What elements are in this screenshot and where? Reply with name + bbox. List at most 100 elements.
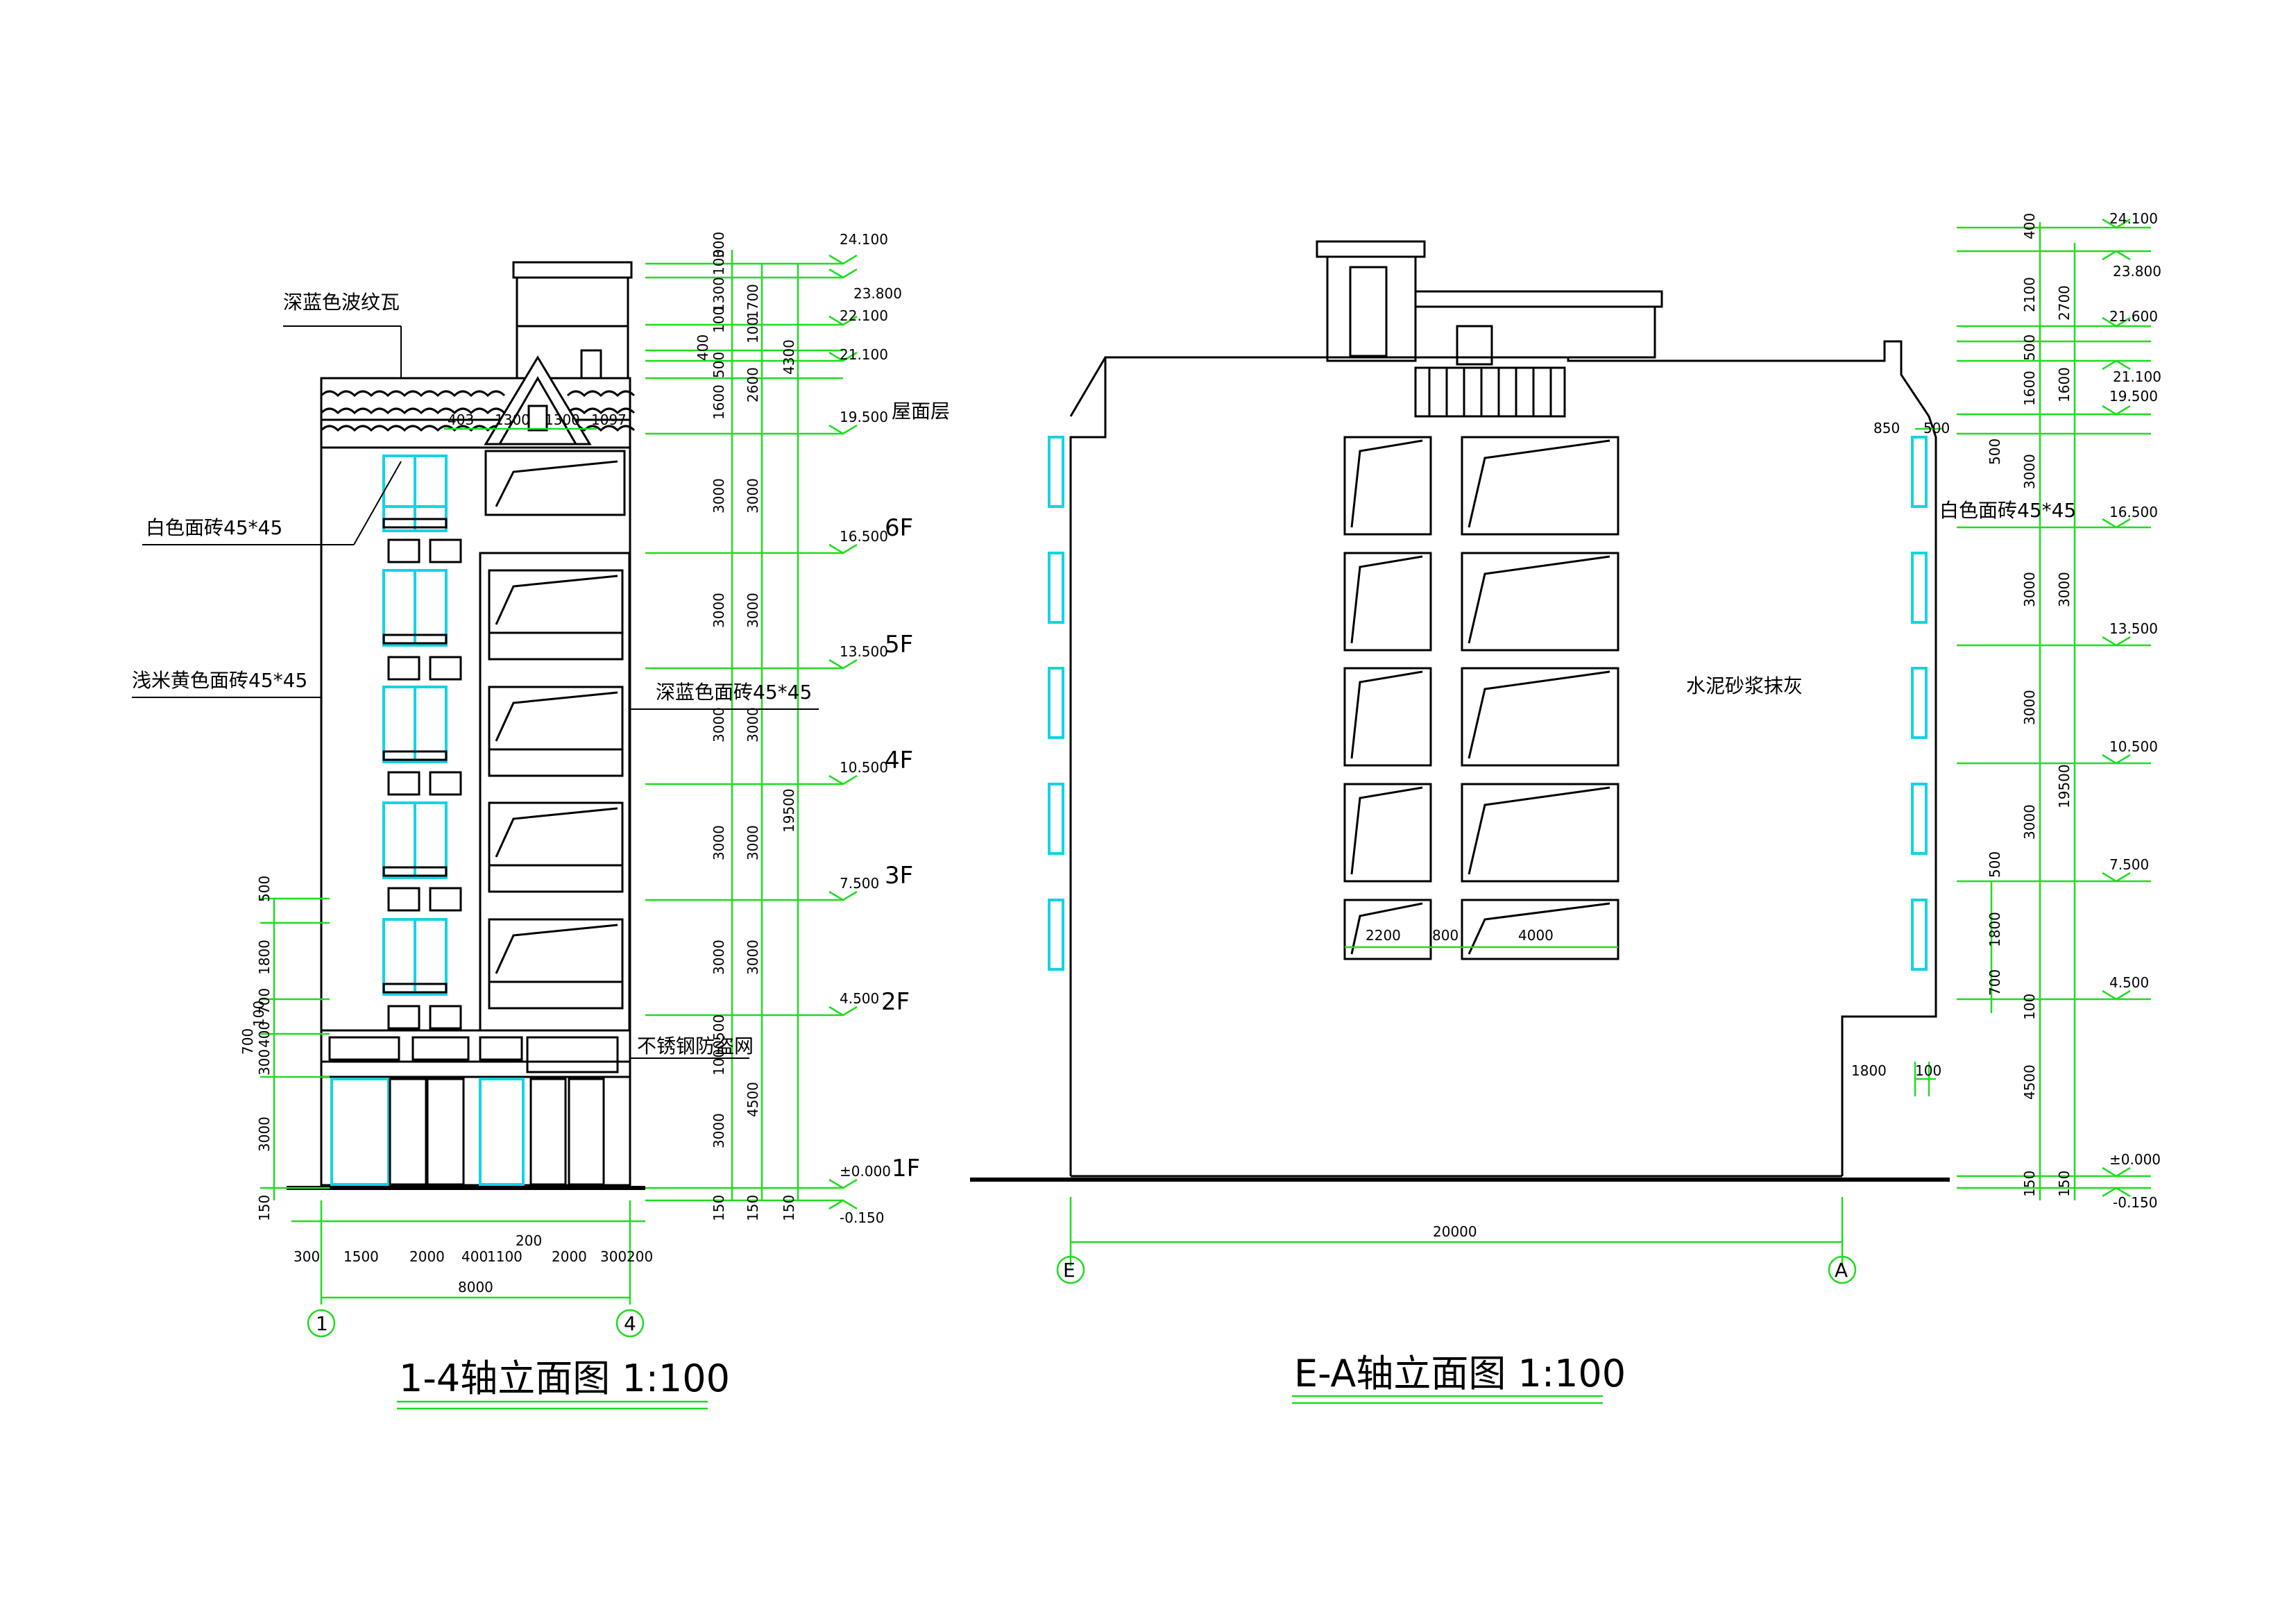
elev-21100-r: 21.100 <box>2113 368 2161 385</box>
elev-7500-r: 7.500 <box>2109 856 2149 873</box>
left-vert-dims-b: 1700 100 2600 3000 3000 3000 3000 3000 4… <box>745 284 761 1221</box>
label-blue-tile: 深蓝色面砖45*45 <box>656 681 812 704</box>
dim-850: 850 <box>1873 420 1900 436</box>
floor-2f: 2F <box>881 988 910 1016</box>
left-dim: 3000 <box>256 1116 273 1152</box>
left-floor-labels: 屋面层 6F 5F 4F 3F 2F 1F <box>881 400 950 1182</box>
elev-0000: ±0.000 <box>840 1163 891 1180</box>
elev-minus-0150: -0.150 <box>840 1209 884 1226</box>
vdim-r2: 150 <box>2056 1171 2073 1197</box>
left-dim: 500 <box>256 876 273 902</box>
vdim-a: 300 <box>711 232 727 258</box>
left-windows-column <box>382 454 448 996</box>
label-plaster: 水泥砂浆抹灰 <box>1686 674 1803 697</box>
elev-19500-r: 19.500 <box>2109 388 2158 405</box>
elev-4500-r: 4.500 <box>2109 974 2149 991</box>
left-elevation: 深蓝色波纹瓦 白色面砖45*45 浅米黄色面砖45*45 深蓝色面砖45*45 … <box>132 231 950 1410</box>
vdim-a: 3000 <box>711 593 727 628</box>
left-dim: 100 <box>250 1001 267 1027</box>
dim-100: 100 <box>1915 1062 1941 1079</box>
axis-label-e: E <box>1063 1259 1075 1282</box>
right-dimension-lines <box>1056 222 2151 1284</box>
left-dim: 400 <box>256 1021 273 1048</box>
vdim-a: 3000 <box>711 478 727 513</box>
vdim-b: 150 <box>745 1195 761 1221</box>
left-top-dims: 403 1300 1300 1097 <box>448 411 627 428</box>
bottom-dim: 200 <box>627 1248 653 1265</box>
dim-4000: 4000 <box>1518 927 1554 944</box>
elev-24100: 24.100 <box>840 231 888 248</box>
vdim-a: 100 <box>711 307 727 333</box>
left-dim: 700 <box>239 1028 256 1055</box>
bottom-dim: 2000 <box>552 1248 587 1265</box>
vdim-a: 3000 <box>711 825 727 860</box>
vdim-b: 3000 <box>745 825 761 860</box>
vdim-a: 400 <box>695 334 711 361</box>
vdim-a: 1000 <box>711 1040 727 1076</box>
left-dim: 300 <box>256 1049 273 1076</box>
vdim-r: 500 <box>1987 439 2003 465</box>
vdim-a: 3000 <box>711 707 727 742</box>
elev-21100: 21.100 <box>840 346 888 363</box>
dim-1800: 1800 <box>1851 1062 1887 1079</box>
elev-19500: 19.500 <box>840 409 888 425</box>
left-dim: 150 <box>256 1195 273 1221</box>
vdim-a: 100 <box>711 249 727 275</box>
vdim-r: 700 <box>1987 969 2003 996</box>
left-building-outline <box>287 261 645 1190</box>
top-dim: 1097 <box>591 411 627 428</box>
vdim-a: 3000 <box>711 1113 727 1148</box>
left-elevation-title: 1-4轴立面图 1:100 <box>399 1357 730 1400</box>
axis-label-4: 4 <box>624 1312 636 1335</box>
vdim-a: 500 <box>711 352 727 378</box>
vdim-r: 500 <box>2021 334 2038 361</box>
elev-10500-r: 10.500 <box>2109 738 2158 755</box>
vdim-b: 3000 <box>745 940 761 975</box>
left-vert-dims-c: 4300 19500 150 <box>781 339 797 1221</box>
right-side-windows <box>1048 436 1928 971</box>
vdim-b: 1700 <box>745 284 761 319</box>
label-beige-tile: 浅米黄色面砖45*45 <box>132 669 307 692</box>
vdim-b: 4500 <box>745 1082 761 1117</box>
ground-floor-shops <box>328 1036 619 1186</box>
left-dim: 1800 <box>256 940 273 975</box>
floor-3f: 3F <box>885 862 913 890</box>
dim-800: 800 <box>1432 927 1459 944</box>
left-dim: 700 <box>256 988 273 1014</box>
vdim-r2: 3000 <box>2056 572 2073 607</box>
vdim-c: 150 <box>781 1195 797 1221</box>
vdim-r: 100 <box>2021 994 2038 1020</box>
floor-roof: 屋面层 <box>892 400 950 423</box>
right-elevation-markers <box>2102 218 2131 1198</box>
vdim-c: 19500 <box>781 788 797 833</box>
left-side-dims: 500 1800 700 100 400 300 700 3000 150 <box>239 876 273 1221</box>
top-dim: 1300 <box>545 411 580 428</box>
vdim-a: 500 <box>711 1014 727 1041</box>
elev-7500: 7.500 <box>840 875 879 892</box>
vdim-b: 3000 <box>745 707 761 742</box>
left-elevation-markers <box>828 254 858 1210</box>
total-dim-8000: 8000 <box>458 1279 493 1295</box>
dim-500: 500 <box>1923 420 1950 436</box>
elev-13500: 13.500 <box>840 643 888 660</box>
vdim-a: 1600 <box>711 384 727 420</box>
vdim-a: 1300 <box>711 277 727 312</box>
vdim-b: 3000 <box>745 593 761 628</box>
bottom-dim: 300 <box>294 1248 320 1265</box>
elev-16500-r: 16.500 <box>2109 504 2158 520</box>
vdim-b: 100 <box>745 317 761 343</box>
dim-2200: 2200 <box>1366 927 1401 944</box>
label-white-tile-right: 白色面砖45*45 <box>1939 499 2076 522</box>
right-elevation-values: 24.100 23.800 21.600 21.100 19.500 16.50… <box>2109 210 2161 1211</box>
elev-13500-r: 13.500 <box>2109 620 2158 637</box>
right-elevation-title: E-A轴立面图 1:100 <box>1294 1352 1626 1395</box>
floor-6f: 6F <box>885 514 913 542</box>
bottom-dim: 300 <box>600 1248 627 1265</box>
elev-23800: 23.800 <box>853 285 902 302</box>
left-bottom-dims: 300 1500 2000 400 1100 2000 300 200 200 … <box>294 1232 653 1295</box>
vdim-c: 4300 <box>781 339 797 375</box>
top-dim: 403 <box>448 411 474 428</box>
vdim-a: 150 <box>711 1195 727 1221</box>
axis-label-a: A <box>1835 1259 1848 1282</box>
